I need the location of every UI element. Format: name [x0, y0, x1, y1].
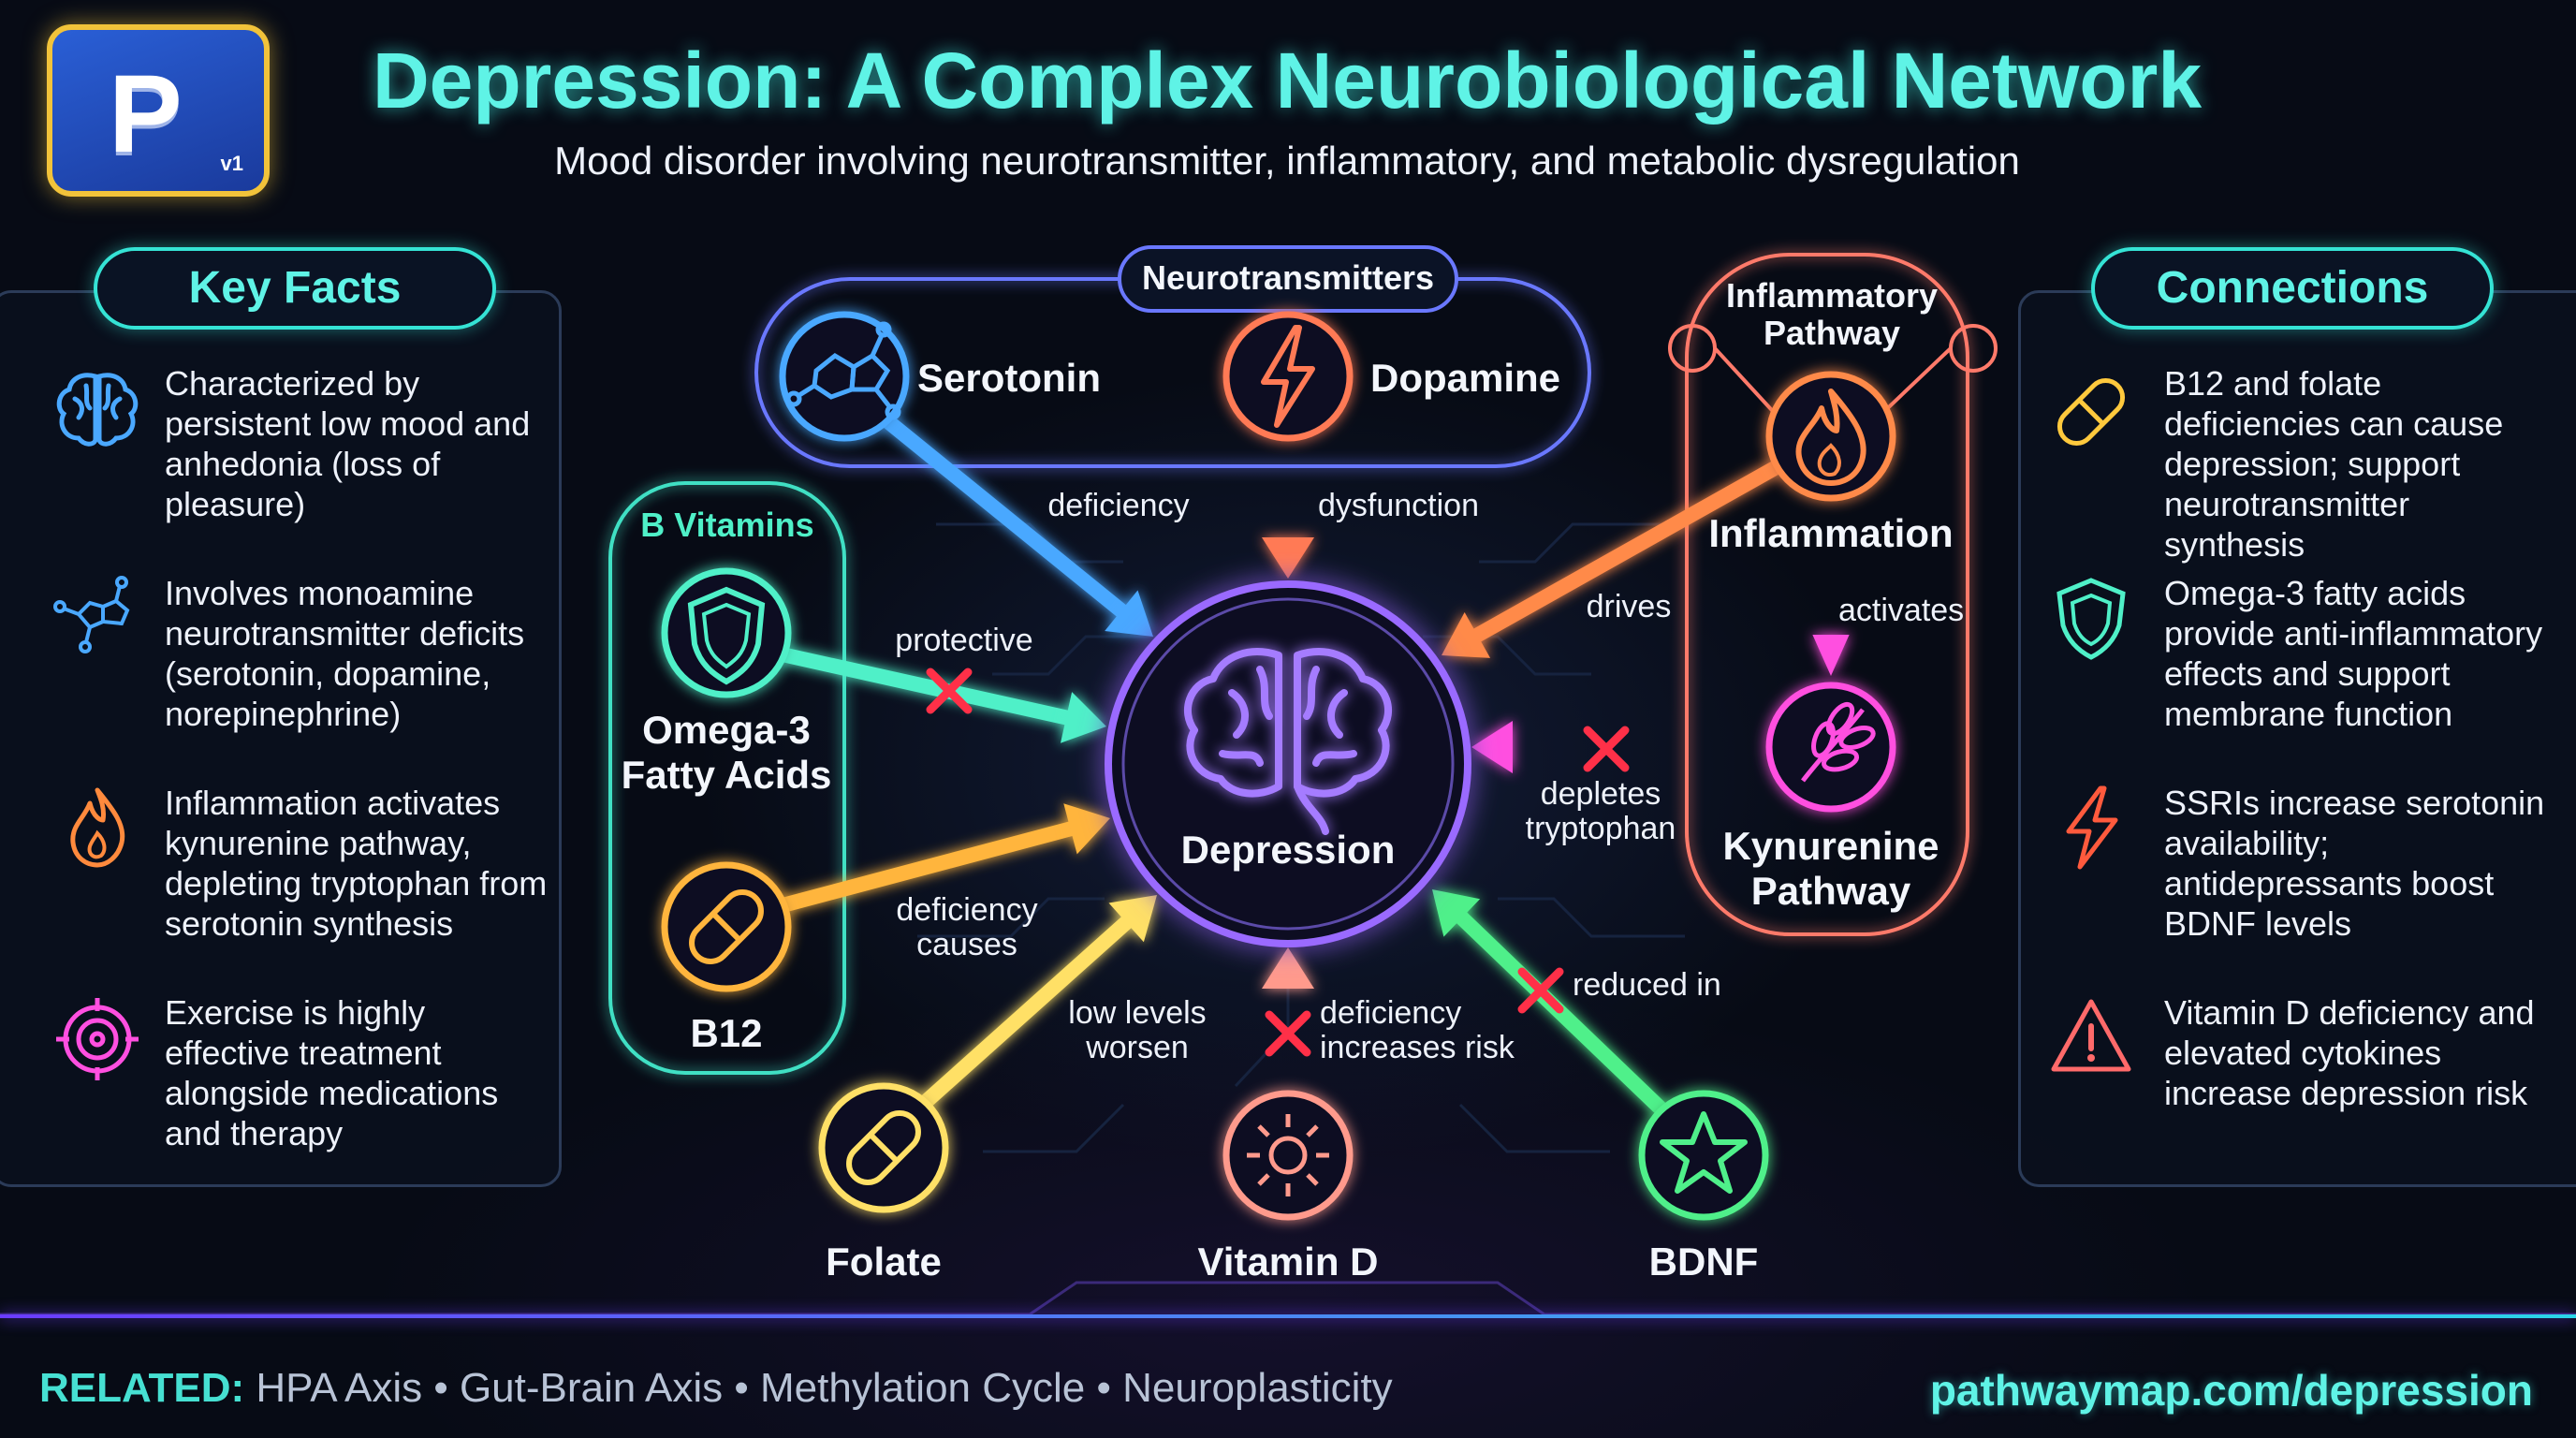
bdnf-label: BDNF [1648, 1240, 1759, 1284]
key-fact-text: Exercise is highly effective treatment a… [165, 993, 499, 1152]
edge-label-b12: deficiency causes [896, 892, 1038, 962]
page-subtitle: Mood disorder involving neurotransmitter… [554, 139, 2020, 183]
kynurenine-label: Kynurenine Pathway [1722, 824, 1939, 913]
logo-letter: P [109, 52, 183, 176]
depression-label: Depression [1180, 828, 1396, 872]
brain-icon [56, 373, 139, 447]
dopamine-node [1222, 311, 1354, 442]
site-url-link[interactable]: pathwaymap.com/depression [1929, 1366, 2533, 1415]
omega3-to-depression-arrow-head [1060, 692, 1106, 743]
pill-icon [2056, 377, 2126, 447]
edge-label-folate: low levels worsen [1068, 995, 1207, 1065]
b12-to-depression-arrow-head [1063, 803, 1110, 855]
edge-label-vitamin-d: deficiency increases risk [1320, 995, 1515, 1065]
vitamin-d-label: Vitamin D [1197, 1240, 1379, 1284]
b12-to-depression-arrow-shaft [779, 821, 1078, 912]
sprig-icon [1801, 701, 1876, 783]
b-vitamins-group-label: B Vitamins [640, 506, 814, 544]
inhibition-x-icon [1265, 1010, 1311, 1057]
app-logo[interactable]: P v1 [47, 24, 270, 197]
serotonin-molecule-icon [785, 321, 901, 420]
connection-text: B12 and folate deficiencies can cause de… [2164, 364, 2504, 564]
dopamine-label: Dopamine [1370, 356, 1561, 400]
dopamine-to-depression-arrow-head [1262, 537, 1314, 579]
lightning-icon [1261, 325, 1315, 428]
sun-icon [1247, 1114, 1329, 1196]
key-fact-text: Characterized by persistent low mood and… [165, 364, 531, 523]
footer-divider [0, 1314, 2576, 1318]
flame-icon [70, 787, 125, 868]
edge-label-serotonin: deficiency [1047, 488, 1190, 523]
neurotransmitters-group-label: Neurotransmitters [1141, 258, 1435, 297]
depression-node [1105, 580, 1471, 947]
warning-icon [2051, 999, 2131, 1072]
bdnf-to-depression-arrow-shaft [1454, 910, 1668, 1116]
inflammation-to-depression-arrow-head [1442, 612, 1491, 658]
vitamin-d-to-depression-arrow-head [1262, 947, 1314, 989]
lightning-icon [2066, 785, 2118, 870]
b12-pill-icon [689, 889, 764, 964]
star-icon [1660, 1111, 1748, 1194]
connection-text: Omega-3 fatty acids provide anti-inflamm… [2164, 574, 2543, 733]
arrows-layer [779, 412, 1850, 1116]
related-items[interactable]: HPA Axis • Gut-Brain Axis • Methylation … [256, 1365, 1393, 1411]
edge-label-inflammation: drives [1586, 589, 1672, 624]
omega3-to-depression-arrow-shaft [779, 648, 1075, 726]
brain-icon [1183, 648, 1393, 835]
edge-label-kynurenine: depletes tryptophan [1525, 776, 1676, 846]
folate-label: Folate [826, 1240, 942, 1284]
inflammation-to-depression-arrow-shaft [1470, 461, 1782, 643]
edge-label-dopamine: dysfunction [1318, 488, 1479, 523]
key-facts-heading: Key Facts [94, 247, 496, 330]
kynurenine-to-depression-arrow-head [1471, 721, 1513, 773]
omega3-label: Omega-3 Fatty Acids [621, 708, 832, 797]
b-vitamins-group-outline [608, 481, 846, 1075]
b12-label: B12 [690, 1011, 763, 1055]
bdnf-to-depression-arrow-head [1432, 889, 1481, 937]
connection-text: Vitamin D deficiency and elevated cytoki… [2164, 993, 2535, 1112]
related-label: RELATED: [39, 1365, 245, 1411]
target-icon [56, 998, 139, 1080]
serotonin-to-depression-arrow-head [1105, 590, 1153, 637]
edge-label-activates: activates [1838, 593, 1965, 628]
folate-pill-icon [846, 1110, 921, 1185]
folate-to-depression-arrow-shaft [919, 915, 1134, 1108]
inhibition-x-icon [1583, 726, 1630, 772]
inhibition-x-icon [1517, 967, 1564, 1014]
inflammatory-group-label: Inflammatory Pathway [1725, 276, 1939, 352]
bdnf-node [1638, 1090, 1769, 1221]
logo-version: v1 [220, 152, 243, 175]
edge-label-omega3: protective [895, 623, 1033, 658]
inhibition-marks-layer [926, 668, 1630, 1057]
inflammatory-group-outline [1685, 253, 1969, 936]
inhibition-x-icon [926, 668, 973, 714]
shield-icon [2056, 578, 2126, 660]
serotonin-label: Serotonin [917, 356, 1101, 400]
folate-to-depression-arrow-head [1108, 895, 1157, 943]
page-title: Depression: A Complex Neurobiological Ne… [372, 37, 2203, 125]
related-links: RELATED: HPA Axis • Gut-Brain Axis • Met… [39, 1365, 1393, 1412]
edge-label-bdnf: reduced in [1573, 967, 1721, 1003]
molecule-icon [53, 576, 130, 653]
flame-icon [1795, 389, 1866, 486]
shield-icon [687, 586, 766, 685]
connections-heading: Connections [2091, 247, 2494, 330]
inflammation-to-kynurenine-arrow-head [1812, 635, 1850, 676]
neurotransmitters-label-box [1118, 245, 1458, 313]
circuit-traces [917, 522, 1685, 1153]
inflammation-label: Inflammation [1708, 511, 1954, 555]
key-fact-text: Inflammation activates kynurenine pathwa… [165, 784, 548, 943]
serotonin-to-depression-arrow-shaft [878, 412, 1129, 619]
key-fact-text: Involves monoamine neurotransmitter defi… [165, 574, 525, 733]
vitamin-d-node [1222, 1090, 1354, 1221]
connection-text: SSRIs increase serotonin availability; a… [2164, 784, 2545, 943]
